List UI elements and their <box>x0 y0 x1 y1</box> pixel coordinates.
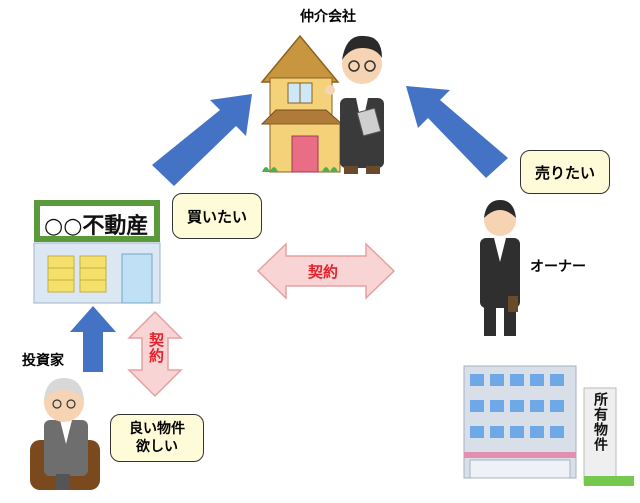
arrow-owner-to-broker <box>406 86 508 178</box>
company-sign-text: ○○不動産 <box>44 214 149 239</box>
broker-label: 仲介会社 <box>300 9 356 25</box>
arrow-company-to-broker <box>152 94 252 186</box>
contract-label-horizontal: 契約 <box>308 263 339 281</box>
broker-house <box>260 34 344 173</box>
bubble-want-to-sell: 売りたい <box>520 150 610 194</box>
contract-label-vertical: 契約 <box>147 332 165 364</box>
owner-label: オーナー <box>530 259 586 275</box>
property-label: 所有物件 <box>592 392 608 452</box>
property-building <box>463 365 634 486</box>
owner-person <box>480 200 520 336</box>
investor-person <box>30 378 100 490</box>
arrow-investor-to-company <box>70 306 116 372</box>
broker-person <box>325 35 384 174</box>
bubble-want-to-buy: 買いたい <box>172 193 262 239</box>
investor-label: 投資家 <box>22 353 64 369</box>
contract-arrow-vertical <box>127 310 183 398</box>
bubble-want-good-property: 良い物件 欲しい <box>110 414 204 462</box>
contract-arrow-horizontal <box>256 242 396 300</box>
company-building <box>33 200 161 304</box>
